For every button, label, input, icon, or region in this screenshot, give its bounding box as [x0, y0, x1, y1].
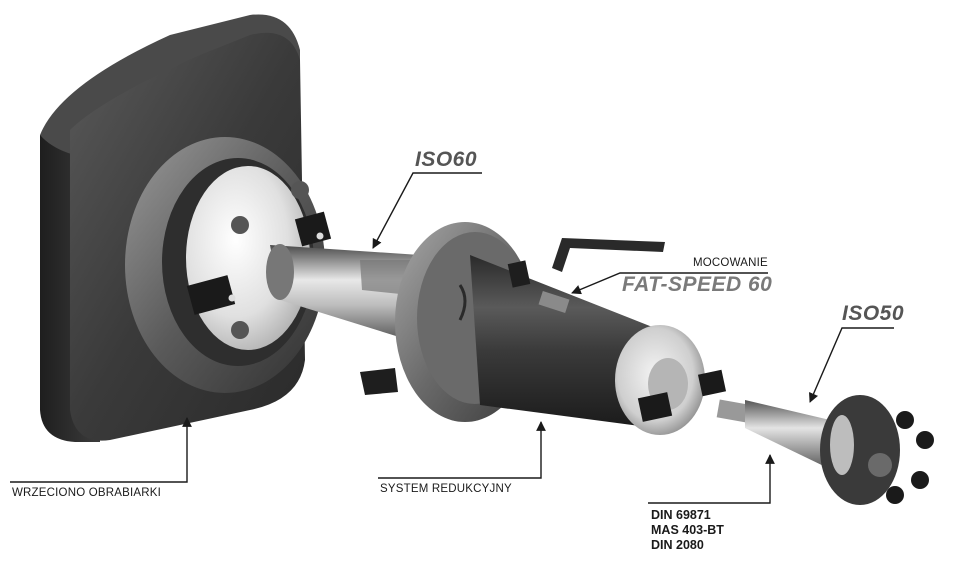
wrzeciono-label: WRZECIONO OBRABIARKI — [12, 487, 162, 499]
fat-speed-label: FAT-SPEED 60 — [622, 273, 773, 296]
reduction-system-body — [395, 222, 727, 435]
system-label: SYSTEM REDUKCYJNY — [380, 483, 512, 495]
iso50-label: ISO50 — [842, 302, 905, 325]
standards-list: DIN 69871 MAS 403-BT DIN 2080 — [651, 508, 724, 553]
standard-din-69871: DIN 69871 — [651, 508, 711, 522]
iso60-taper — [266, 244, 425, 395]
mocowanie-label: MOCOWANIE — [693, 257, 768, 269]
machine-spindle — [40, 14, 332, 442]
leader-iso50 — [809, 327, 894, 403]
leader-lines — [10, 172, 894, 504]
allen-key — [552, 238, 665, 272]
leader-fat-speed — [571, 272, 768, 295]
iso50-tool-holder — [716, 395, 934, 505]
leader-wrzeciono — [10, 417, 192, 483]
leader-iso60 — [372, 172, 482, 249]
standard-din-2080: DIN 2080 — [651, 538, 704, 552]
iso60-label: ISO60 — [415, 148, 478, 171]
standard-mas-403-bt: MAS 403-BT — [651, 523, 724, 537]
leader-standards — [648, 454, 775, 504]
leader-system — [378, 421, 546, 479]
